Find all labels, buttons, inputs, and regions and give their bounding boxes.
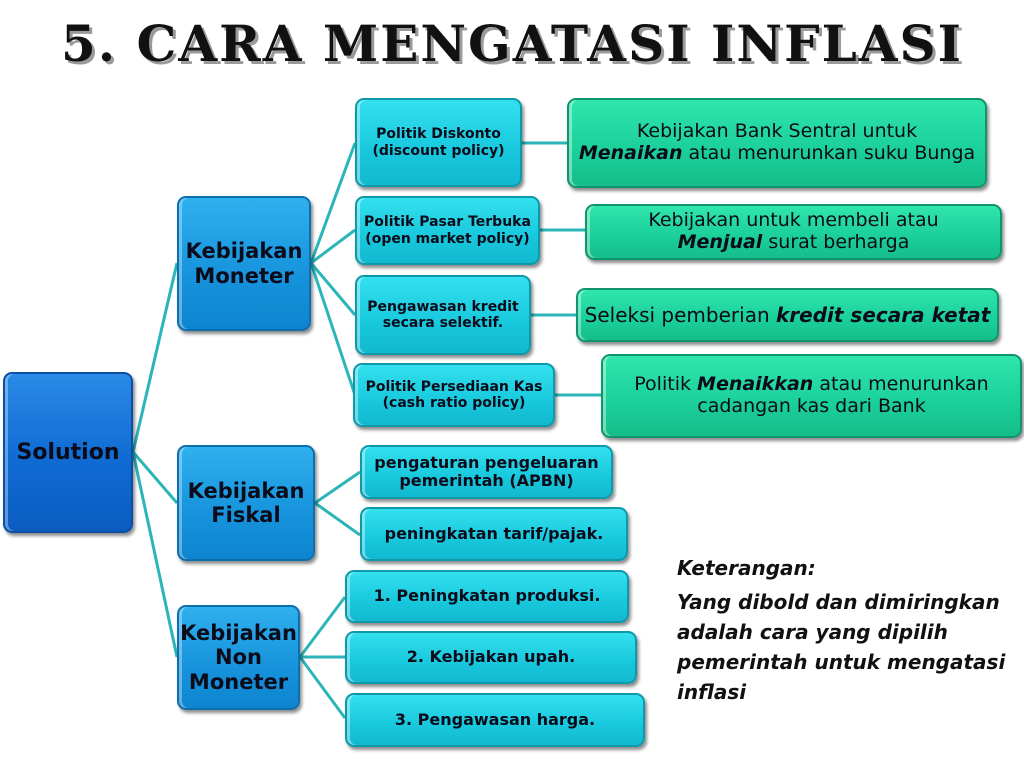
branch-label: Kebijakan Fiskal [187,478,305,527]
detail-text: atau menurunkan cadangan kas dari Bank [697,373,989,417]
leaf-label-line2: (open market policy) [365,230,530,247]
root-node-solution: Solution [3,372,133,533]
detail-node-pasar-terbuka: Kebijakan untuk membeli atau Menjual sur… [585,204,1002,260]
leaf-label-line1: 3. Pengawasan harga. [394,709,596,729]
detail-text: Seleksi pemberian [584,302,770,327]
leaf-node-pengawasan-kredit: Pengawasan kredit secara selektif. [355,275,531,355]
leaf-label-line1: Politik Pasar Terbuka [364,214,531,231]
leaf-node-pengeluaran-apbn: pengaturan pengeluaran pemerintah (APBN) [360,445,613,499]
detail-emphasis: Menjual [677,231,763,253]
branch-label: Kebijakan Moneter [185,239,303,288]
leaf-label-line2: pemerintah (APBN) [399,471,574,490]
leaf-label-line1: 1. Peningkatan produksi. [373,586,601,606]
leaf-node-persediaan-kas: Politik Persediaan Kas (cash ratio polic… [353,363,555,427]
leaf-node-peningkatan-produksi: 1. Peningkatan produksi. [345,570,629,623]
detail-text: surat berharga [768,231,910,253]
branch-label: Kebijakan Non Moneter [180,621,297,694]
detail-text: atau menurunkan suku Bunga [688,142,976,164]
detail-node-diskonto: Kebijakan Bank Sentral untuk Menaikan at… [567,98,987,188]
leaf-node-politik-diskonto: Politik Diskonto (discount policy) [355,98,522,187]
detail-text: Kebijakan Bank Sentral untuk [636,120,918,143]
branch-node-fiskal: Kebijakan Fiskal [177,445,315,561]
root-label: Solution [16,439,120,465]
leaf-label-line2: secara selektif. [382,315,504,331]
detail-text: Kebijakan untuk membeli atau [648,209,939,232]
leaf-label-line2: (discount policy) [372,142,505,159]
leaf-label-line2: (cash ratio policy) [382,395,526,411]
leaf-label-line1: peningkatan tarif/pajak. [384,523,604,543]
leaf-label-line1: pengaturan pengeluaran [374,452,599,472]
page-title: 5. Cara Mengatasi Inflasi [60,14,964,73]
leaf-node-tarif-pajak: peningkatan tarif/pajak. [360,507,628,561]
leaf-label-line1: 2. Kebijakan upah. [406,647,576,667]
detail-emphasis: Menaikkan [697,373,814,396]
leaf-node-pengawasan-harga: 3. Pengawasan harga. [345,693,645,747]
note-body: Yang dibold dan dimiringkan adalah cara … [677,590,1006,704]
legend-note: Keterangan: Yang dibold dan dimiringkan … [677,553,1022,707]
detail-node-persediaan-kas: Politik Menaikkan atau menurunkan cadang… [601,354,1022,438]
branch-node-moneter: Kebijakan Moneter [177,196,311,331]
detail-emphasis: Menaikan [578,142,683,164]
leaf-label-line1: Pengawasan kredit [367,298,519,315]
leaf-node-pasar-terbuka: Politik Pasar Terbuka (open market polic… [355,196,540,265]
leaf-label-line1: Politik Diskonto [376,126,501,143]
detail-emphasis: kredit secara ketat [776,302,991,327]
branch-node-non-moneter: Kebijakan Non Moneter [177,605,300,710]
note-heading: Keterangan: [677,556,816,580]
detail-text: Politik [634,373,691,396]
detail-node-pengawasan-kredit: Seleksi pemberian kredit secara ketat [576,288,999,342]
leaf-label-line1: Politik Persediaan Kas [365,378,543,395]
leaf-node-kebijakan-upah: 2. Kebijakan upah. [345,631,637,684]
